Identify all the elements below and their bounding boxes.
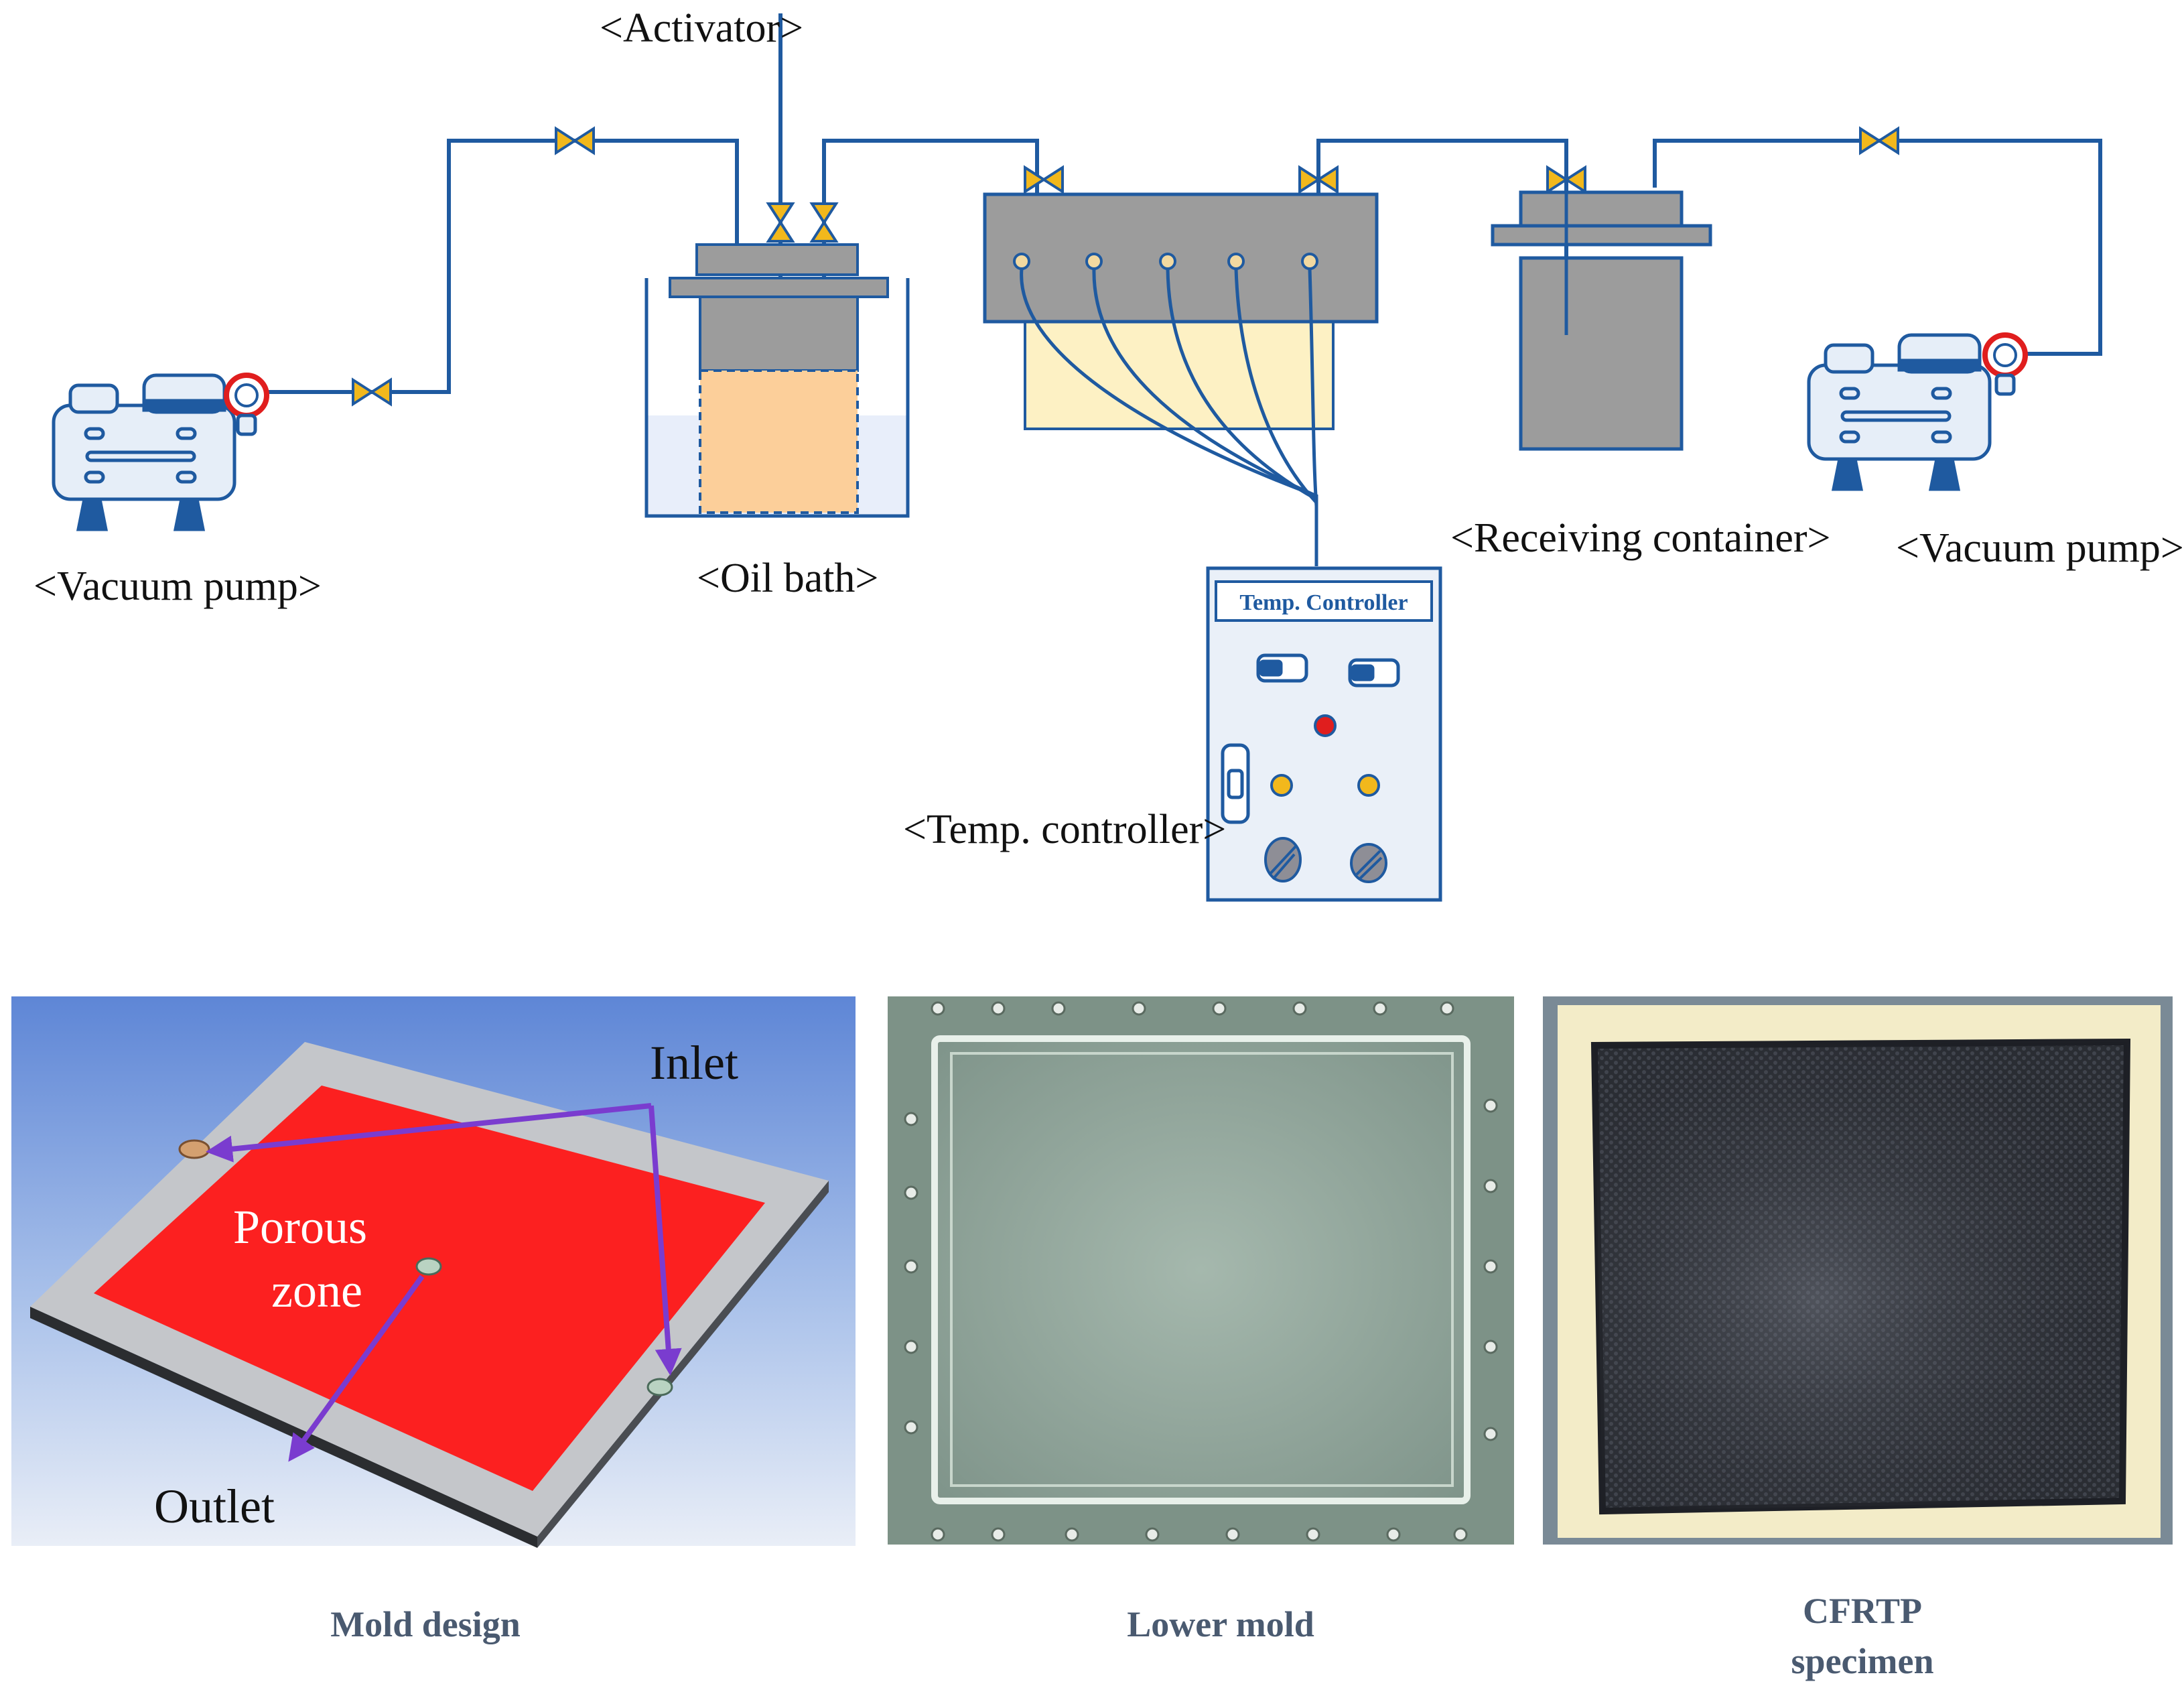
- vacuum-pump-left-icon: [52, 373, 269, 531]
- temp-controller-icon: Temp. Controller: [1206, 566, 1442, 902]
- valve-icon: [352, 377, 392, 407]
- bolt-holes: [904, 1001, 1498, 1542]
- oil-bath-label: <Oil bath>: [697, 555, 878, 601]
- outlet-label: Outlet: [154, 1480, 275, 1533]
- caption-specimen-line1: CFRTP: [1803, 1591, 1922, 1631]
- valve-icon: [1546, 165, 1586, 194]
- porous-zone-label-line2: zone: [271, 1264, 362, 1317]
- mold-design-panel: Inlet Porous zone Outlet: [11, 996, 856, 1548]
- cfrtp-specimen-photo: [1543, 996, 2173, 1545]
- mold-unit: [983, 192, 1379, 566]
- inlet-label: Inlet: [650, 1036, 738, 1090]
- caption-specimen-line2: specimen: [1791, 1641, 1934, 1681]
- valve-icon: [1024, 165, 1064, 194]
- valves: [352, 126, 1899, 407]
- valve-icon: [766, 202, 795, 243]
- oil-bath: [644, 243, 910, 518]
- vacuum-pump-right-icon: [1807, 332, 2028, 491]
- lower-mold-photo: [888, 996, 1514, 1545]
- vacuum-pump-left-label: <Vacuum pump>: [33, 564, 322, 609]
- porous-zone-label-line1: Porous: [233, 1200, 367, 1254]
- temp-controller-label: <Temp. controller>: [903, 807, 1226, 852]
- caption-lower-mold: Lower mold: [1127, 1604, 1314, 1644]
- vacuum-pump-right-label: <Vacuum pump>: [1896, 525, 2184, 571]
- temp-controller-panel-title: Temp. Controller: [1239, 590, 1408, 615]
- valve-icon: [555, 126, 595, 155]
- valve-icon: [809, 202, 839, 243]
- caption-mold-design: Mold design: [330, 1604, 521, 1644]
- valve-icon: [1859, 126, 1899, 155]
- receiving-container: [1491, 188, 1712, 451]
- thermocouple-wires: [1020, 268, 1318, 566]
- activator-label: <Activator>: [600, 5, 803, 51]
- valve-icon: [1298, 165, 1339, 194]
- receiving-container-label: <Receiving container>: [1450, 515, 1830, 561]
